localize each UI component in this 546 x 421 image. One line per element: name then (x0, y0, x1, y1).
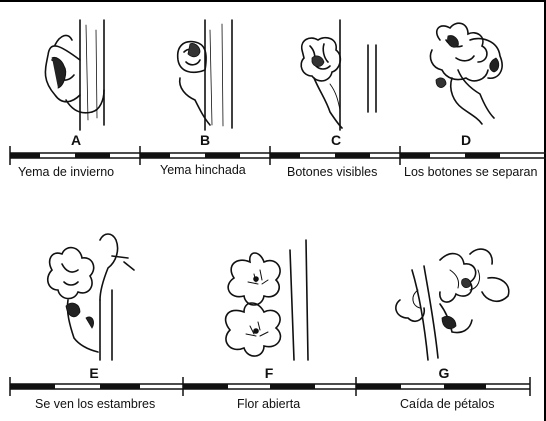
stage-letter-c: C (321, 132, 351, 148)
open-flower-illustration (226, 240, 308, 360)
petal-fall-illustration (396, 249, 509, 360)
visible-buds-illustration (301, 20, 376, 130)
stage-caption-b: Yema hinchada (160, 163, 246, 177)
stage-caption-g: Caída de pétalos (400, 397, 495, 411)
stage-caption-d: Los botones se separan (404, 165, 544, 179)
stage-caption-f: Flor abierta (237, 397, 300, 411)
stage-caption-c: Botones visibles (287, 165, 377, 179)
stage-letter-a: A (61, 132, 91, 148)
stage-letter-d: D (451, 132, 481, 148)
separating-buds-illustration (430, 23, 502, 124)
timeline-bar-row1 (10, 146, 546, 165)
stage-letter-b: B (190, 132, 220, 148)
stage-letter-f: F (254, 365, 284, 381)
stage-letter-g: G (429, 365, 459, 381)
stage-caption-e: Se ven los estambres (35, 397, 155, 411)
stage-letter-e: E (79, 365, 109, 381)
winter-bud-illustration (45, 20, 104, 130)
swollen-bud-illustration (178, 20, 232, 130)
stage-caption-a: Yema de invierno (18, 165, 114, 179)
stamens-visible-illustration (48, 234, 134, 360)
